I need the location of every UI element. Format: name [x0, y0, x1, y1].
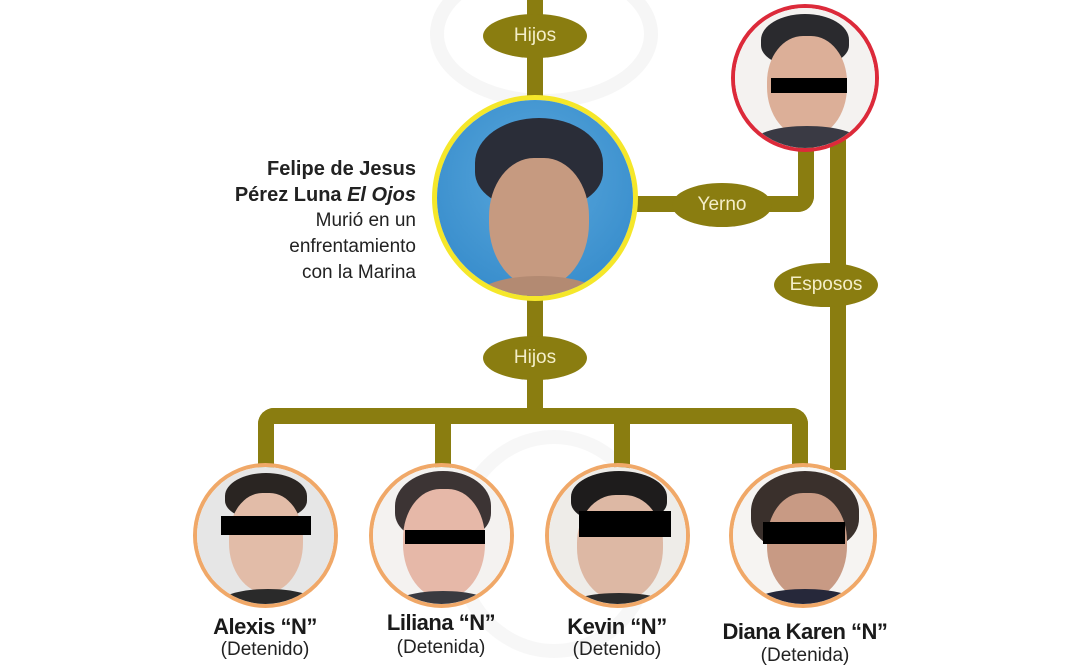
censor-bar — [771, 78, 847, 93]
censor-bar — [221, 516, 311, 535]
detainee-photo-diana — [729, 463, 877, 608]
label-hijos-top: Hijos — [483, 14, 587, 58]
connector-kevin — [614, 420, 630, 470]
main-person-name-line2: Pérez Luna El Ojos — [235, 182, 416, 208]
detainee-name-alexis: Alexis “N” — [213, 614, 317, 639]
censor-bar — [579, 511, 671, 537]
detainee-status-diana: (Detenida) — [760, 645, 850, 666]
connector-diana-child — [792, 408, 808, 470]
main-person-desc-line3: con la Marina — [301, 262, 416, 283]
label-esposos: Esposos — [774, 263, 878, 307]
label-hijos-bottom: Hijos — [483, 336, 587, 380]
detainee-photo-kevin — [545, 463, 690, 608]
son-in-law-photo — [731, 4, 879, 152]
connector-liliana — [435, 420, 451, 470]
main-person-caption: Felipe de Jesus Pérez Luna El Ojos Murió… — [235, 156, 416, 286]
main-person-name-line1: Felipe de Jesus — [267, 158, 416, 180]
main-person-alias: El Ojos — [347, 184, 416, 206]
main-person-desc-line2: enfrentamiento — [289, 236, 416, 257]
censor-bar — [405, 530, 485, 544]
connector-alexis — [258, 408, 274, 470]
main-person-photo — [432, 95, 638, 301]
detainee-name-diana: Diana Karen “N” — [722, 619, 888, 644]
detainee-status-alexis: (Detenido) — [220, 639, 310, 660]
censor-bar — [763, 522, 845, 544]
label-yerno: Yerno — [672, 183, 772, 227]
main-person-surname: Pérez Luna — [234, 184, 348, 206]
connector-children-horizontal — [258, 408, 808, 424]
main-person-desc-line1: Murió en un — [315, 210, 416, 231]
detainee-photo-alexis — [193, 463, 338, 608]
connector-yerno-vertical — [798, 140, 814, 212]
detainee-name-liliana: Liliana “N” — [386, 610, 496, 635]
detainee-name-kevin: Kevin “N” — [567, 614, 667, 639]
detainee-photo-liliana — [369, 463, 514, 608]
detainee-status-kevin: (Detenido) — [572, 639, 662, 660]
detainee-status-liliana: (Detenida) — [396, 637, 486, 658]
